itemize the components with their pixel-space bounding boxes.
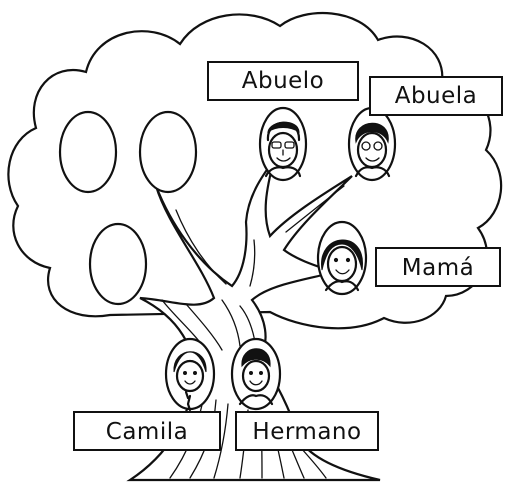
mama-portrait <box>316 220 368 296</box>
label-hermano: Hermano <box>235 411 379 451</box>
camila-portrait <box>164 337 216 412</box>
label-camila: Camila <box>73 411 221 451</box>
abuelo-portrait <box>258 106 308 182</box>
label-hermano-text: Hermano <box>252 419 361 445</box>
label-abuela-text: Abuela <box>395 83 478 109</box>
label-abuelo: Abuelo <box>207 61 359 101</box>
label-abuelo-text: Abuelo <box>242 68 325 94</box>
label-mama: Mamá <box>375 247 501 287</box>
hermano-portrait <box>230 337 282 411</box>
abuela-portrait <box>347 106 397 182</box>
label-camila-text: Camila <box>106 419 188 445</box>
empty-oval-left <box>58 110 118 194</box>
empty-oval-lower <box>88 222 148 306</box>
label-mama-text: Mamá <box>402 255 474 281</box>
label-abuela: Abuela <box>369 76 503 116</box>
empty-oval-middle <box>138 110 198 194</box>
